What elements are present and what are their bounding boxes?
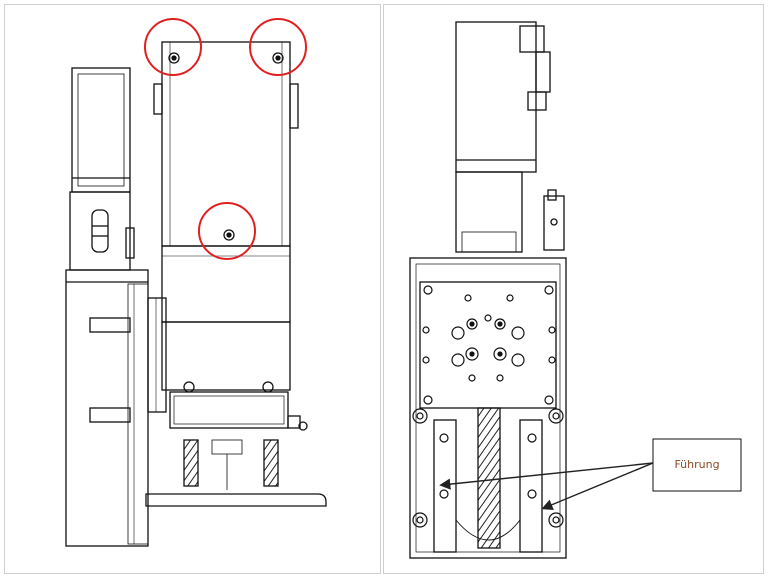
carriage-holes (412, 285, 564, 528)
callout-box (652, 438, 742, 492)
callout-label: Führung (674, 458, 719, 471)
callout-arrow-right (541, 462, 654, 510)
highlight-circles (144, 18, 307, 260)
lead-screw (477, 407, 501, 549)
screw-top-left (168, 52, 180, 64)
main-housing (161, 41, 291, 247)
rail-left (433, 419, 457, 553)
highlight-circle-top-left (144, 18, 202, 76)
spring-left (183, 439, 199, 487)
carriage-plate (419, 281, 557, 409)
screw-center (223, 229, 235, 241)
spring-right (263, 439, 279, 487)
highlight-circle-top-right (249, 18, 307, 76)
rail-right (519, 419, 543, 553)
linear-stage-frame (409, 257, 567, 559)
connector-block (169, 391, 289, 429)
foot-plate (145, 493, 327, 507)
motor-adapter (69, 191, 131, 271)
highlight-circle-center (198, 202, 256, 260)
motor-housing-left (71, 67, 131, 193)
screw-top-right (272, 52, 284, 64)
callout-arrow-left (439, 462, 654, 490)
right-front-view (409, 21, 567, 559)
motor-housing-right (455, 21, 537, 173)
left-side-view (65, 41, 327, 547)
callout-fuehrung: Führung (439, 438, 742, 510)
